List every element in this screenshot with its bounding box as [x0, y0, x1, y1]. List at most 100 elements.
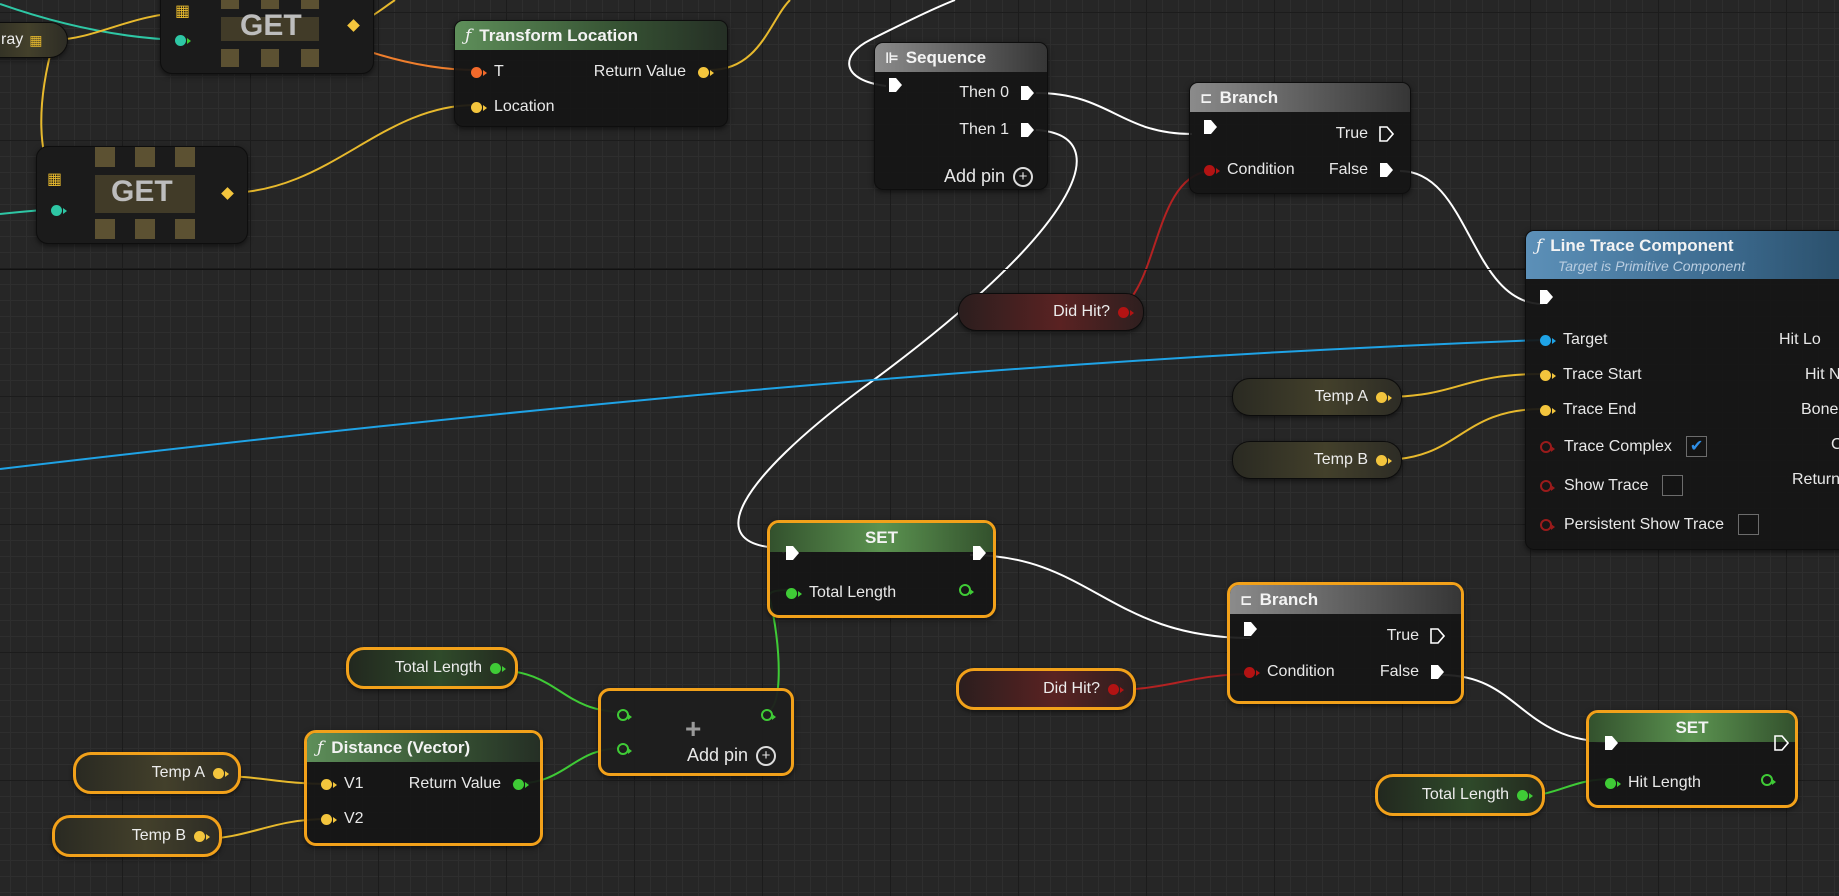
trace-start-label: Trace Start [1563, 366, 1642, 383]
get-tile [95, 219, 115, 239]
sequence-then0-row: Then 0 [959, 84, 1034, 102]
get-tile [261, 49, 279, 67]
set-total-length-row: Total Length [786, 584, 896, 602]
transform-location-title: Transform Location [479, 25, 638, 45]
float-pin[interactable] [513, 778, 529, 790]
add-pin-label: Add pin [687, 745, 749, 765]
float-output-pin[interactable] [1761, 774, 1776, 786]
float-output-pin[interactable] [761, 709, 776, 721]
bool-pin[interactable] [1108, 683, 1124, 695]
add-node[interactable]: + Add pin + [598, 688, 794, 776]
vector-pin[interactable] [213, 767, 229, 779]
float-input-pin-a[interactable] [617, 709, 632, 721]
sequence-add-pin[interactable]: Add pin + [944, 166, 1033, 187]
distance-vector-node[interactable]: ƒ Distance (Vector) V1 V2 Return Value [304, 730, 543, 846]
add-pin-icon[interactable]: + [1013, 166, 1033, 187]
set-header: SET [1589, 713, 1795, 742]
temp-b-variable-right[interactable]: Temp B [1232, 441, 1402, 479]
line-trace-target-row: Target [1540, 331, 1607, 349]
temp-b-variable-left[interactable]: Temp B [52, 815, 222, 857]
float-pin[interactable] [786, 587, 802, 599]
sequence-then1-row: Then 1 [959, 121, 1034, 139]
branch-header: ⊏ Branch [1190, 83, 1410, 112]
float-pin[interactable] [1605, 777, 1621, 789]
false-label: False [1379, 663, 1419, 680]
array-grid-icon: ▦ [175, 3, 191, 20]
line-trace-out-hitn: Hit N [1805, 366, 1839, 384]
show-trace-label: Show Trace [1564, 476, 1649, 494]
float-pin[interactable] [490, 662, 506, 674]
did-hit-variable-top[interactable]: Did Hit? [958, 293, 1144, 331]
branch-node-top[interactable]: ⊏ Branch True Condition False [1189, 82, 1411, 194]
true-label: True [1386, 627, 1419, 644]
add-pin-icon[interactable]: + [756, 745, 777, 766]
float-output-pin[interactable] [959, 584, 974, 596]
vector-pin[interactable] [194, 830, 210, 842]
branch-condition-row: Condition [1204, 161, 1295, 179]
set-total-length-node[interactable]: SET Total Length [767, 520, 996, 618]
get-index-pin[interactable] [51, 205, 67, 216]
total-length-variable-left[interactable]: Total Length [346, 647, 518, 689]
object-pin[interactable] [1540, 334, 1556, 346]
bool-pin[interactable] [1204, 164, 1220, 176]
sequence-node[interactable]: ⊫ Sequence Then 0 Then 1 Add pin + [874, 42, 1048, 190]
function-icon: ƒ [317, 737, 324, 758]
bool-pin[interactable] [1540, 440, 1555, 453]
persistent-show-trace-checkbox[interactable] [1738, 514, 1760, 535]
temp-b-label: Temp B [1313, 451, 1368, 468]
temp-a-variable-right[interactable]: Temp A [1232, 378, 1402, 416]
vector-pin[interactable] [471, 101, 487, 113]
return-value-label: Return Value [593, 63, 686, 80]
bool-pin[interactable] [1244, 666, 1260, 678]
get-node-mid[interactable]: ▦ GET [36, 146, 248, 244]
line-trace-persistent-row: Persistent Show Trace [1540, 514, 1760, 535]
line-trace-node[interactable]: ƒ Line Trace Component Target is Primiti… [1525, 230, 1839, 550]
line-trace-start-row: Trace Start [1540, 366, 1642, 384]
transform-location-node[interactable]: ƒ Transform Location T Location Return V… [454, 20, 728, 127]
vector-pin[interactable] [1540, 369, 1556, 381]
vector-pin[interactable] [321, 813, 337, 825]
array-variable-stub[interactable]: ray ▦ [0, 22, 68, 58]
did-hit-variable-bottom[interactable]: Did Hit? [956, 668, 1136, 710]
float-input-pin-b[interactable] [617, 743, 632, 755]
get-tile [95, 147, 115, 167]
bool-pin[interactable] [1540, 518, 1555, 531]
then1-label: Then 1 [959, 121, 1009, 138]
branch-true-row: True [1386, 627, 1445, 645]
get-tile [175, 147, 195, 167]
bool-pin[interactable] [1118, 306, 1134, 318]
get-output-pin[interactable] [221, 187, 234, 200]
float-pin[interactable] [1517, 789, 1533, 801]
temp-a-variable-left[interactable]: Temp A [73, 752, 241, 794]
get-tile [261, 0, 279, 9]
vector-pin[interactable] [1376, 391, 1392, 403]
vector-pin[interactable] [321, 778, 337, 790]
vector-pin[interactable] [1376, 454, 1392, 466]
wire-exec-false-linetrace [1399, 170, 1544, 305]
get-tile [301, 0, 319, 9]
trace-complex-checkbox[interactable] [1685, 436, 1707, 457]
total-length-variable-right[interactable]: Total Length [1375, 774, 1545, 816]
transform-location-location-row: Location [471, 98, 555, 116]
vector-pin[interactable] [698, 66, 714, 78]
distance-v2-row: V2 [321, 810, 364, 828]
transform-pin[interactable] [471, 66, 487, 78]
set-header: SET [770, 523, 993, 552]
transform-location-header: ƒ Transform Location [455, 21, 727, 50]
get-node-top[interactable]: ▦ GET [160, 0, 374, 74]
get-tile [221, 0, 239, 9]
wire-exec-false-set [1441, 674, 1613, 743]
get-output-pin[interactable] [347, 19, 360, 32]
set-hit-length-node[interactable]: SET Hit Length [1586, 710, 1798, 808]
array-variable-label: ray [1, 31, 24, 48]
set-output-pin-row [959, 584, 974, 596]
branch-false-row: False [1379, 663, 1444, 681]
vector-pin[interactable] [1540, 404, 1556, 416]
show-trace-checkbox[interactable] [1662, 475, 1684, 496]
branch-node-bottom[interactable]: ⊏ Branch True Condition False [1227, 582, 1464, 704]
sequence-icon: ⊫ [885, 49, 899, 67]
bool-pin[interactable] [1540, 479, 1555, 492]
add-pin-row[interactable]: Add pin + [687, 745, 777, 766]
get-index-pin[interactable] [175, 35, 191, 46]
function-icon: ƒ [465, 25, 472, 46]
